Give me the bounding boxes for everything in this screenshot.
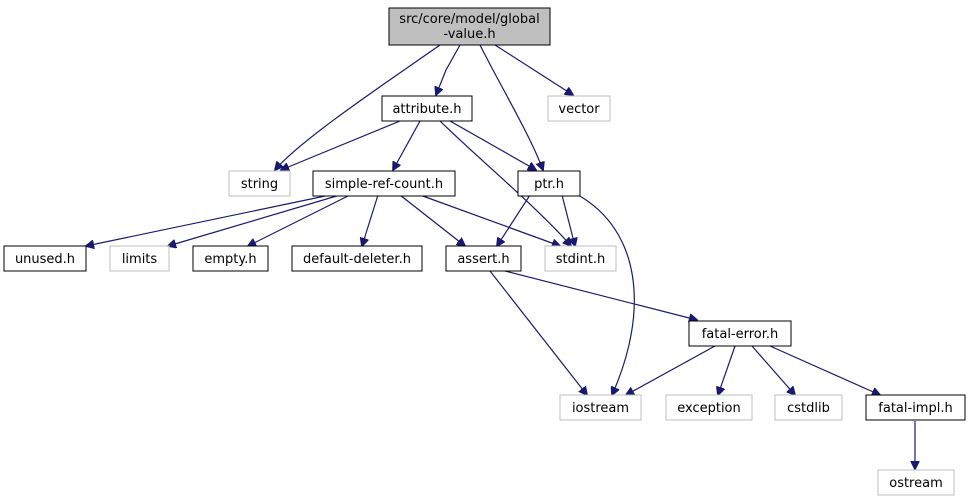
edges [86,44,915,469]
node-exception[interactable]: exception [665,394,753,421]
edge-ptr-stdint [561,194,575,246]
node-iostream-label: iostream [572,401,629,416]
edge-fatal-error-exception [718,345,736,395]
edge-src-stdint [419,194,560,246]
node-assert[interactable]: assert.h [445,245,522,272]
edge-root-ptr [479,44,543,170]
node-root-line2: -value.h [443,27,495,42]
edge-attribute-stdint [439,120,571,246]
edge-fatal-error-iostream [626,345,716,395]
edge-src-empty [248,194,351,246]
node-stdint-label: stdint.h [556,252,605,267]
node-limits[interactable]: limits [109,245,170,272]
edge-src-default-deleter [362,194,379,246]
node-unused-label: unused.h [15,252,75,267]
node-simple-ref-count[interactable]: simple-ref-count.h [312,170,456,197]
node-cstdlib-label: cstdlib [787,401,830,416]
edge-attribute-simple-ref-count [393,120,421,170]
node-assert-label: assert.h [457,252,509,267]
edge-src-assert [399,194,465,246]
node-exception-label: exception [677,401,741,416]
edge-assert-fatal-error [504,270,697,320]
node-ptr[interactable]: ptr.h [517,170,581,197]
node-stdint[interactable]: stdint.h [544,245,617,272]
node-default-deleter[interactable]: default-deleter.h [291,245,423,272]
edge-attribute-string [281,120,401,170]
node-empty-label: empty.h [204,252,256,267]
edge-root-string [275,44,441,170]
node-root[interactable]: src/core/model/global -value.h [388,7,551,46]
node-fatal-error-label: fatal-error.h [702,327,779,342]
node-ostream-label: ostream [889,476,943,491]
node-vector[interactable]: vector [547,95,611,122]
node-simple-ref-count-label: simple-ref-count.h [325,177,443,192]
edge-ptr-iostream [577,194,635,395]
node-iostream[interactable]: iostream [559,394,642,421]
node-empty[interactable]: empty.h [192,245,269,272]
node-root-line1: src/core/model/global [399,12,539,27]
edge-src-limits [168,194,341,246]
edge-attribute-ptr [449,120,536,170]
edge-src-unused [86,194,331,246]
nodes: src/core/model/global -value.h attribute… [3,7,966,496]
node-string[interactable]: string [228,170,291,197]
node-ptr-label: ptr.h [534,177,564,192]
node-fatal-impl[interactable]: fatal-impl.h [865,394,966,421]
node-default-deleter-label: default-deleter.h [303,252,411,267]
node-attribute[interactable]: attribute.h [381,95,473,122]
node-cstdlib[interactable]: cstdlib [774,394,843,421]
node-ostream[interactable]: ostream [877,469,955,496]
edge-assert-iostream [489,270,587,395]
node-unused[interactable]: unused.h [3,245,87,272]
node-attribute-label: attribute.h [392,102,461,117]
node-string-label: string [241,177,278,192]
node-limits-label: limits [122,252,158,267]
node-fatal-impl-label: fatal-impl.h [878,401,952,416]
node-fatal-error[interactable]: fatal-error.h [688,320,792,347]
edge-root-attribute [436,44,461,95]
node-vector-label: vector [558,102,600,117]
edge-root-vector [494,44,573,95]
edge-fatal-error-cstdlib [751,345,795,395]
edge-ptr-assert [497,194,531,246]
edge-fatal-error-fatal-impl [769,345,880,395]
